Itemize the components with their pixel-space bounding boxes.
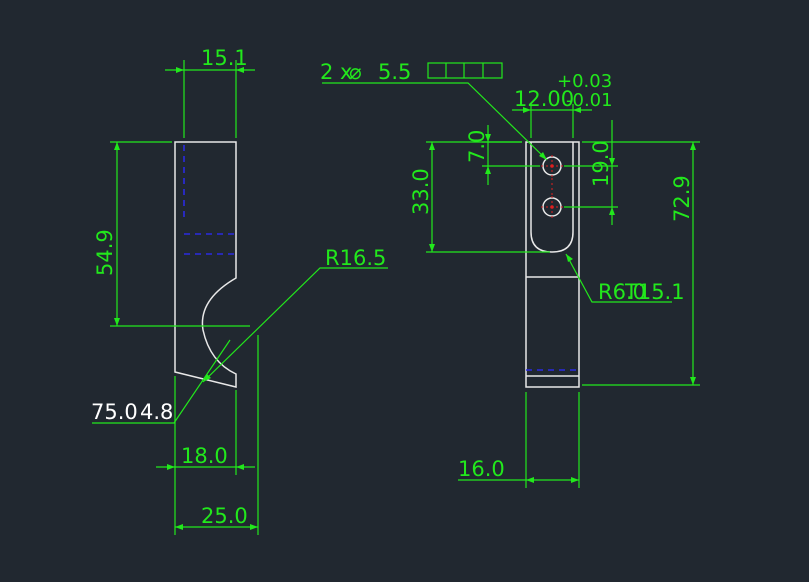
left-dim-radius: R16.5 <box>325 246 386 270</box>
left-dim-18-arrow-right <box>236 464 244 470</box>
left-dim-angle-a: 75.0 <box>91 400 138 424</box>
right-slot-outline <box>530 142 574 253</box>
right-hole-diameter-symbol: ⌀ <box>349 60 362 84</box>
right-dim-overall-height: 72.9 <box>670 175 694 222</box>
right-hole-callout-leader <box>322 82 548 161</box>
right-view: 2 x ⌀ 5.5 12.00 +0.03 -0.01 7.0 <box>320 60 700 488</box>
right-hole-count: 2 x <box>320 60 352 84</box>
right-dim-radius-leader <box>565 253 672 303</box>
left-dim-top-width: 15.1 <box>201 46 248 70</box>
left-dim-angle-leader <box>92 339 231 424</box>
right-hole-callout-arrow <box>539 152 547 160</box>
left-dim-15-arrow-right <box>236 67 244 73</box>
right-dim-slot-offset: 7.0 <box>465 130 489 163</box>
left-dim-height: 54.9 <box>93 229 117 276</box>
left-dim-54-arrow-top <box>114 142 120 150</box>
left-dim-angle: 75.0 4.8 <box>91 400 173 424</box>
left-part-outline <box>174 141 237 388</box>
right-hole-diameter: 5.5 <box>378 60 411 84</box>
left-dim-r16-leader <box>202 267 388 383</box>
left-dim-total-width: 25.0 <box>201 504 248 528</box>
left-dim-25-arrow-right <box>250 524 258 530</box>
left-dim-15-arrow-left <box>176 67 184 73</box>
right-dim-slot-depth: 33.0 <box>409 168 433 215</box>
left-dim-25-arrow-left <box>175 524 183 530</box>
left-dim-bottom-width: 18.0 <box>181 444 228 468</box>
right-hole-bottom-center <box>550 205 554 209</box>
right-part-outline <box>525 141 580 388</box>
right-hole-top-center <box>550 164 554 168</box>
left-dim-18-arrow-left <box>167 464 175 470</box>
right-dim-tol-lower: -0.01 <box>566 90 613 111</box>
left-dim-54-arrow-bottom <box>114 318 120 326</box>
right-dim-hole-spacing: 12.00 <box>514 87 574 111</box>
left-dim-r16-arrow <box>203 374 211 382</box>
right-dim-radius-b: T15.1 <box>624 280 685 304</box>
left-view: 15.1 54.9 R16.5 75.0 4.8 18.0 25.0 <box>91 46 388 535</box>
right-dim-radius-a: R6.0 <box>598 280 646 304</box>
right-dim-tol-upper: +0.03 <box>557 71 612 92</box>
right-hole-tolerance-frame <box>427 62 503 79</box>
right-dim-hole-pitch: 19.0 <box>589 140 613 187</box>
right-hole-callout: 2 x ⌀ 5.5 <box>320 60 548 161</box>
right-dim-width: 16.0 <box>458 457 505 481</box>
left-dim-angle-b: 4.8 <box>140 400 173 424</box>
